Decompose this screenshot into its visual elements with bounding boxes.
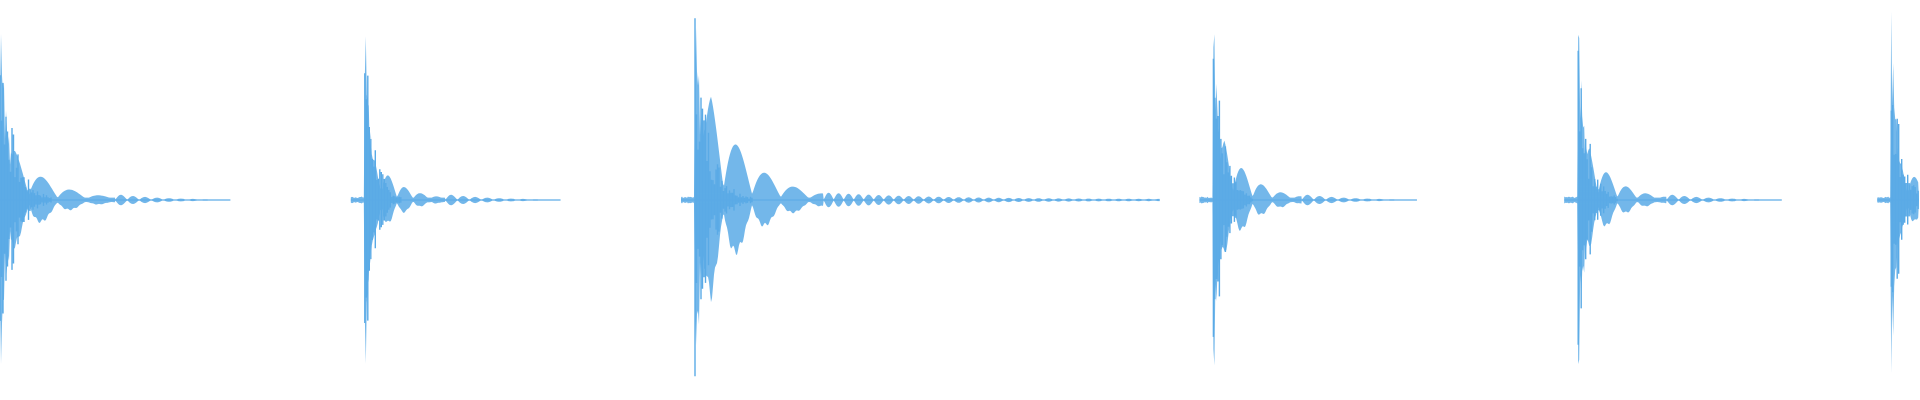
waveform-clips [0,11,1919,377]
clip-hit-1[interactable] [0,34,231,364]
clip-transient-spikes [1212,58,1254,337]
clip-envelope-fill [1564,34,1782,365]
clip-envelope-fill [681,27,1160,345]
clip-hit-2[interactable] [350,36,561,364]
clip-transient-spikes [694,18,753,377]
clip-hit-3[interactable] [681,18,1160,377]
clip-hit-6[interactable] [1877,11,1919,373]
clip-hit-4[interactable] [1199,34,1417,366]
clip-transient-spikes [0,75,52,321]
clip-transient-spikes [1577,50,1618,345]
clip-hit-5[interactable] [1564,34,1782,365]
clip-envelope-fill [0,34,231,364]
clip-transient-spikes [364,73,402,323]
